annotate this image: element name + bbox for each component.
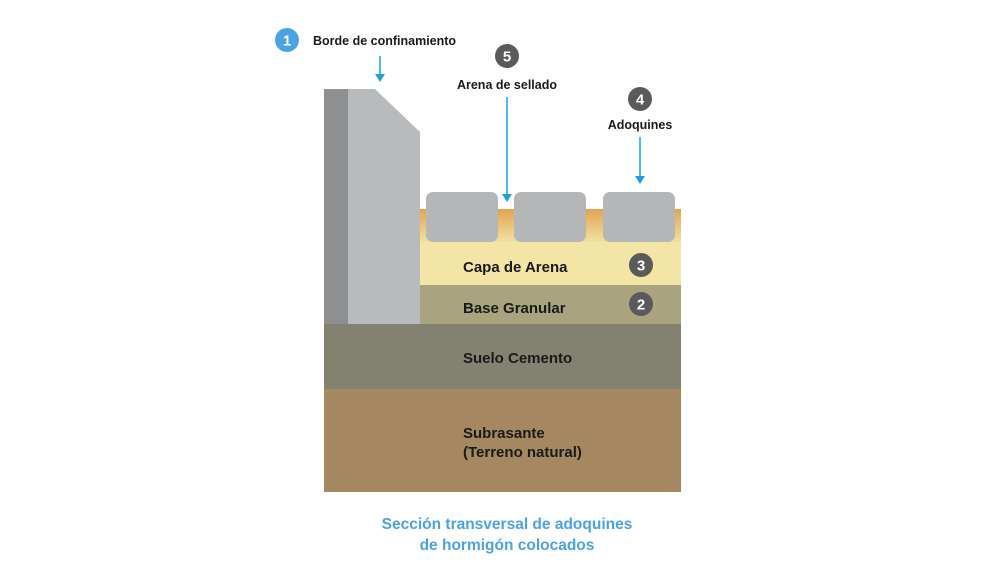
subgrade-label-line1: Subrasante: [463, 425, 545, 442]
callout-4-number: 4: [636, 92, 645, 109]
number-badge-1: [275, 28, 299, 52]
granular-base-label: Base Granular: [463, 300, 566, 317]
callout-4-arrowhead: [635, 176, 645, 184]
paver-block: [426, 192, 498, 242]
sand-layer-number: 3: [637, 258, 645, 275]
callout-5-arrowhead: [502, 194, 512, 202]
paver-block: [603, 192, 675, 242]
granular-base-number: 2: [637, 297, 645, 314]
diagram-caption: Sección transversal de adoquines de horm…: [300, 514, 714, 556]
subgrade-label-line2: (Terreno natural): [463, 444, 582, 461]
caption-line-2: de hormigón colocados: [419, 537, 595, 554]
callout-5-number: 5: [503, 49, 511, 66]
subgrade-layer: [324, 389, 681, 492]
sand-layer-label: Capa de Arena: [463, 259, 568, 276]
callout-4: 4 Adoquines: [608, 87, 673, 184]
caption-line-1: Sección transversal de adoquines: [381, 516, 633, 533]
callout-5: 5 Arena de sellado: [457, 44, 557, 202]
callout-5-label: Arena de sellado: [457, 78, 557, 92]
callout-4-label: Adoquines: [608, 118, 673, 132]
confinement-curb: [324, 89, 420, 324]
soil-cement-layer: [324, 324, 681, 389]
callout-1: 1 Borde de confinamiento: [275, 28, 456, 82]
number-badge-5: [495, 44, 519, 68]
soil-cement-label: Suelo Cemento: [463, 350, 572, 367]
number-badge-4: [628, 87, 652, 111]
callout-1-label: Borde de confinamiento: [313, 34, 456, 48]
callout-1-arrowhead: [375, 74, 385, 82]
paver-block: [514, 192, 586, 242]
number-badge-3: [629, 253, 653, 277]
number-badge-2: [629, 292, 653, 316]
callout-1-number: 1: [283, 33, 291, 50]
